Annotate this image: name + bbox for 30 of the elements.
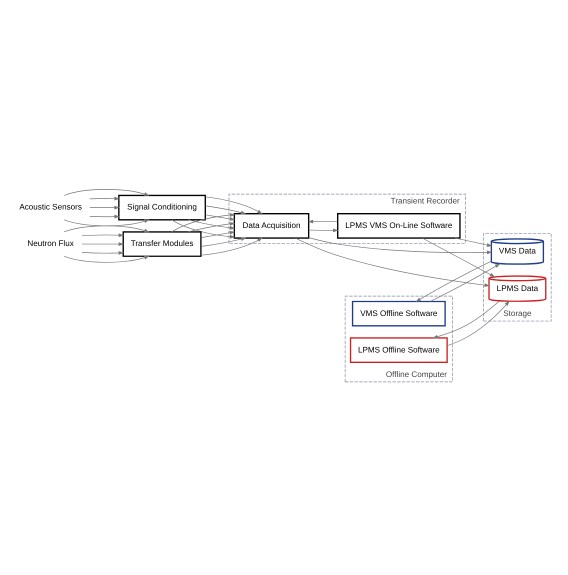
arrow (205, 196, 263, 214)
arrow (308, 228, 339, 232)
arrow (308, 219, 338, 223)
arrow (200, 230, 236, 238)
arrow (89, 205, 120, 210)
arrow (422, 237, 496, 277)
arrow (89, 214, 120, 218)
arrow (454, 237, 492, 246)
arrow (295, 237, 490, 286)
arrow (430, 262, 500, 302)
arrow (82, 242, 124, 246)
arrow (446, 300, 510, 346)
arrow (205, 205, 246, 214)
arrow (188, 222, 236, 232)
arrow (89, 196, 120, 200)
arrow (82, 250, 124, 254)
arrow (205, 214, 236, 220)
arrow (64, 255, 150, 262)
arrow (171, 212, 236, 232)
arrow (171, 218, 236, 238)
arrow (200, 236, 246, 246)
arrow (188, 219, 236, 230)
arrow (308, 236, 492, 254)
arrow (64, 225, 150, 232)
arrow (415, 260, 492, 302)
arrow (200, 236, 263, 255)
arrow (82, 232, 124, 237)
arrow (64, 188, 150, 196)
arrow (64, 218, 150, 226)
arrow (432, 300, 500, 338)
